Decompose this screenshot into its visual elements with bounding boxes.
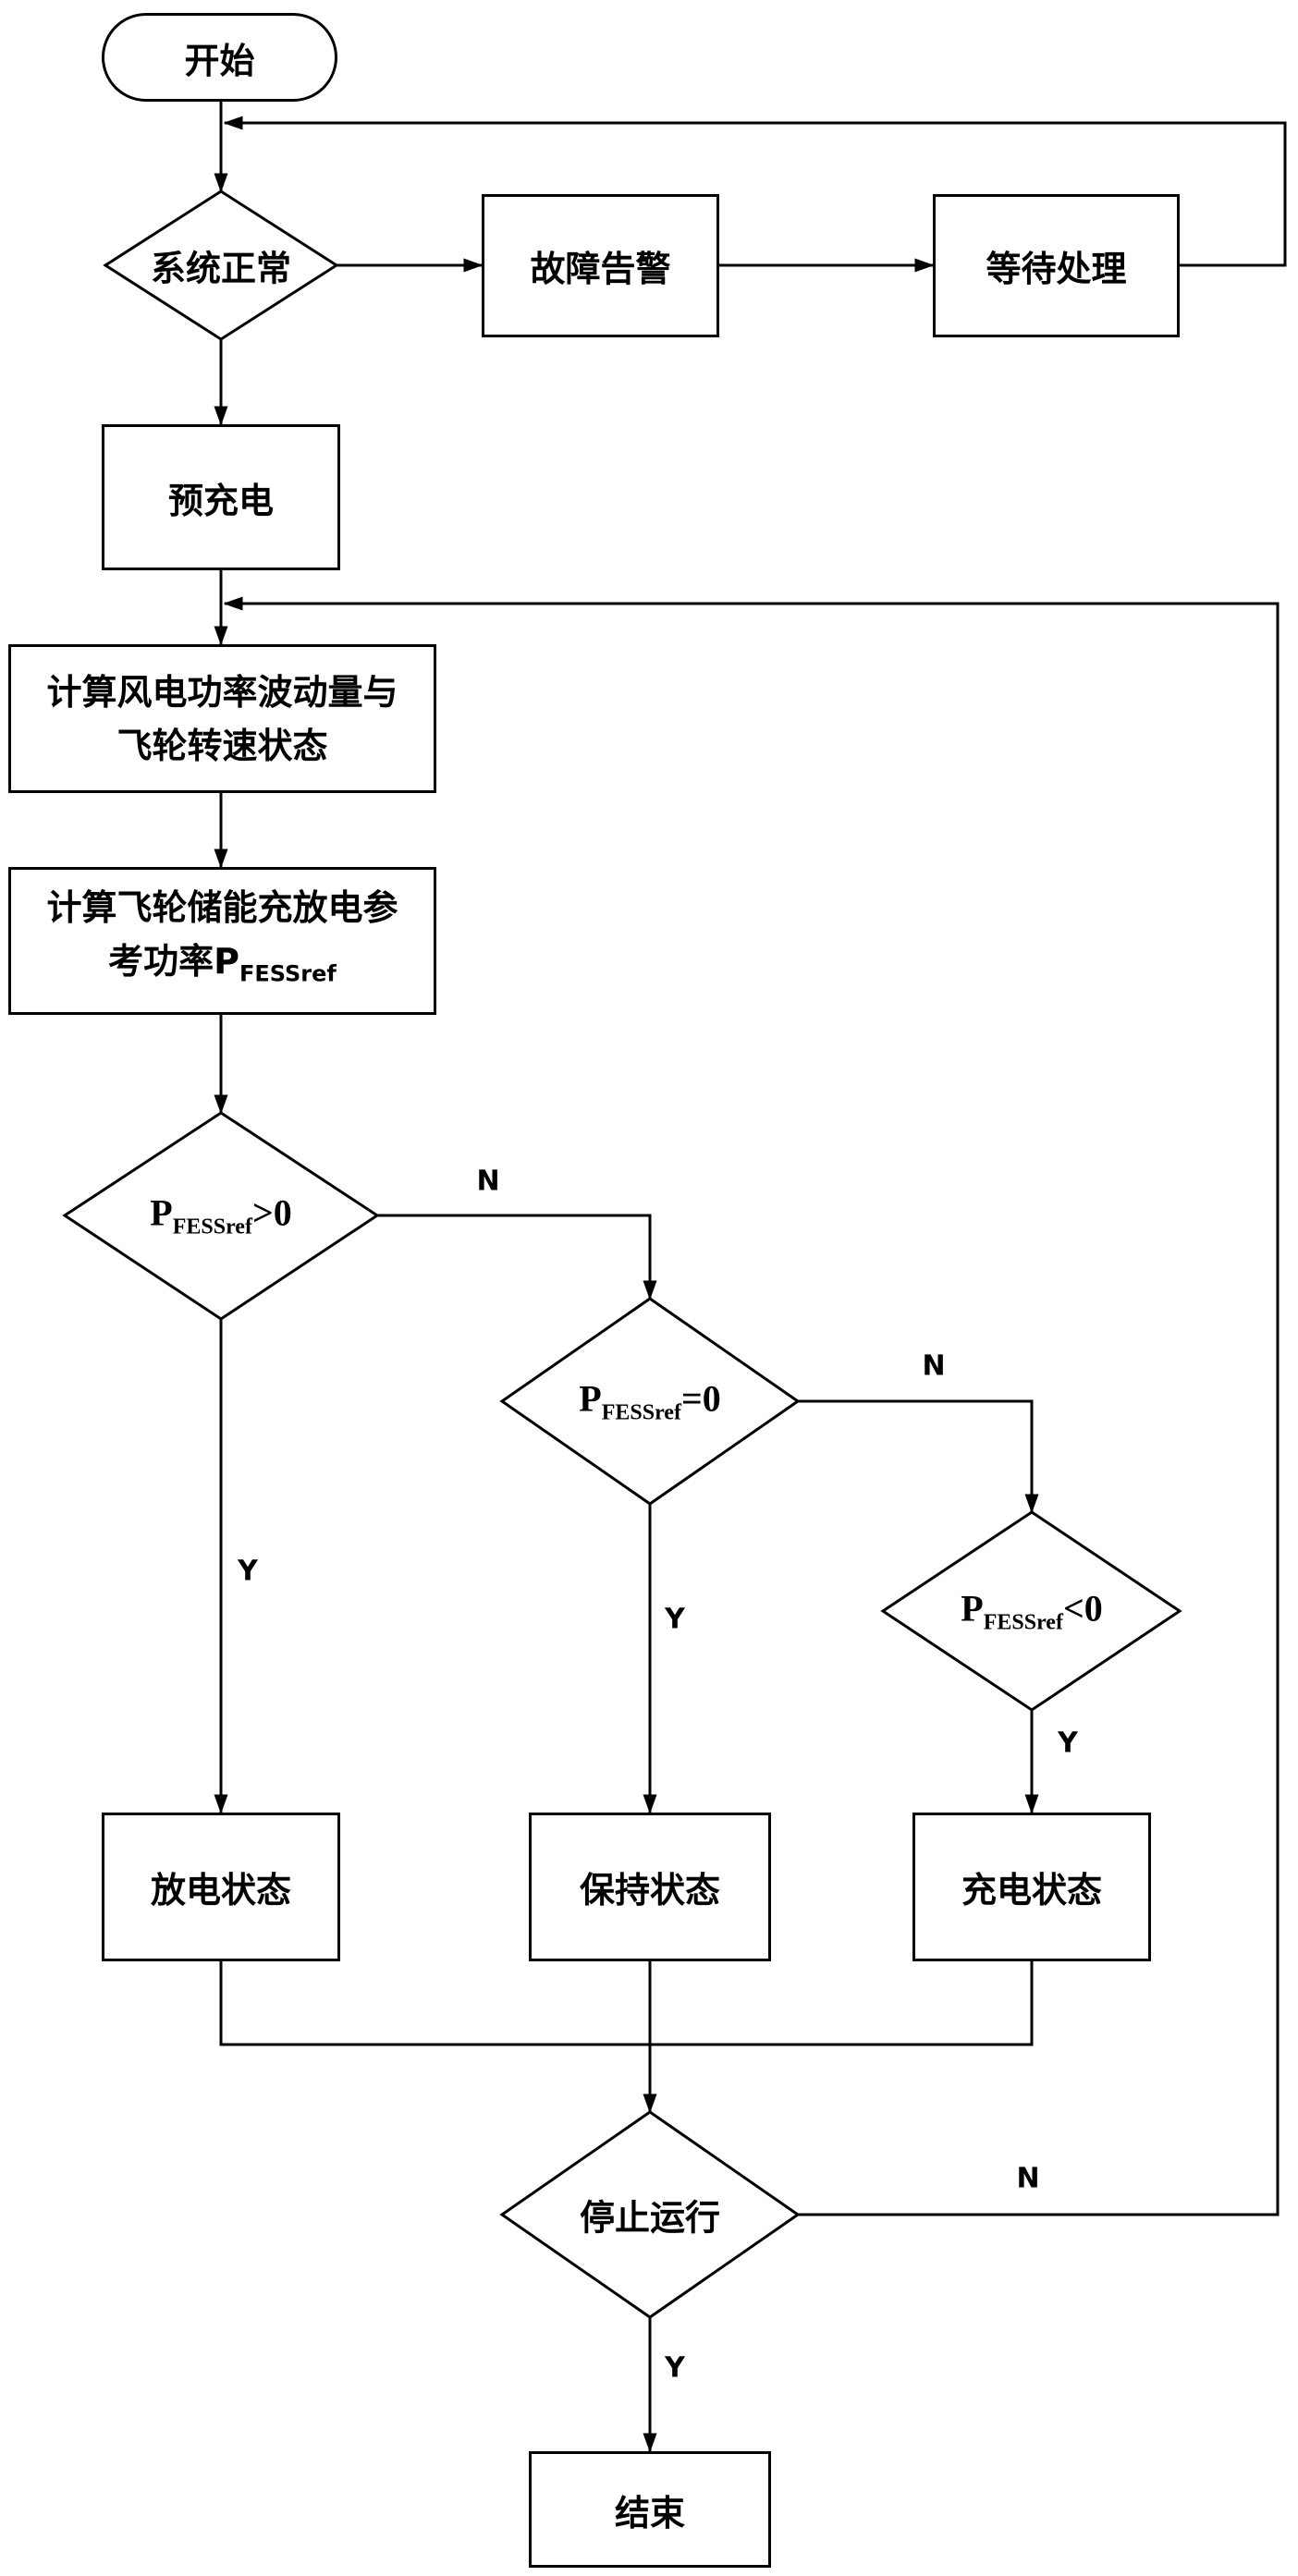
pref-gt0-cond: >0	[251, 1191, 292, 1234]
decision-pref-lt0	[880, 1510, 1182, 1712]
calc-fluctuation-line1: 计算风电功率波动量与	[46, 671, 398, 713]
edge-wait-feedback-loop	[223, 116, 1287, 267]
edge-peq0-no-to-plt0	[798, 1399, 1039, 1514]
branch-label-peq0-no: N	[922, 1349, 946, 1383]
edge-stop-no-feedback-loop	[223, 596, 1280, 2216]
pref-gt0-subscript: FESSref	[172, 1215, 252, 1239]
decision-pref-lt0-label: PFESSref<0	[961, 1587, 1102, 1636]
process-calc-fluctuation: 计算风电功率波动量与 飞轮转速状态	[8, 644, 436, 793]
edge-charge-merge	[650, 1961, 1034, 2046]
branch-label-plt0-yes: Y	[1058, 1727, 1078, 1760]
pref-lt0-base: P	[961, 1587, 984, 1630]
decision-system-normal-label: 系统正常	[150, 248, 292, 289]
precharge-label: 预充电	[167, 480, 274, 521]
branch-label-pgt0-no: N	[476, 1165, 500, 1198]
wait-handle-label: 等待处理	[986, 249, 1127, 289]
branch-label-stop-no: N	[1016, 2162, 1040, 2195]
decision-pref-gt0	[62, 1111, 380, 1321]
process-discharge-state: 放电状态	[102, 1813, 340, 1961]
process-fault-alarm: 故障告警	[482, 194, 719, 337]
branch-label-peq0-yes: Y	[665, 1603, 685, 1636]
decision-stop-run-label: 停止运行	[579, 2197, 721, 2239]
calc-ref-line1: 计算飞轮储能充放电参	[46, 887, 398, 929]
process-wait-handle: 等待处理	[933, 194, 1180, 337]
discharge-state-label: 放电状态	[150, 1870, 291, 1911]
edge-discharge-merge	[219, 1961, 650, 2046]
calc-fluctuation-line2: 飞轮转速状态	[116, 725, 328, 766]
edge-pgt0-no-to-peq0	[377, 1214, 657, 1300]
calc-ref-power-text: 计算飞轮储能充放电参 考功率PFESSref	[46, 881, 398, 1001]
process-precharge: 预充电	[102, 424, 340, 570]
process-calc-ref-power: 计算飞轮储能充放电参 考功率PFESSref	[8, 867, 436, 1015]
calc-ref-line2-subscript: FESSref	[239, 960, 337, 987]
calc-ref-line2: 考功率PFESSref	[46, 934, 398, 1001]
decision-pref-gt0-label: PFESSref>0	[150, 1191, 291, 1240]
branch-label-pgt0-yes: Y	[238, 1555, 258, 1588]
pref-eq0-subscript: FESSref	[601, 1400, 681, 1425]
pref-eq0-cond: =0	[680, 1377, 721, 1420]
process-hold-state: 保持状态	[529, 1813, 771, 1961]
branch-label-stop-yes: Y	[665, 2351, 685, 2385]
calc-ref-line2-text: 考功率P	[108, 941, 239, 983]
calc-fluctuation-text: 计算风电功率波动量与 飞轮转速状态	[46, 665, 398, 773]
process-charge-state: 充电状态	[912, 1813, 1151, 1961]
start-label: 开始	[184, 40, 255, 81]
fault-alarm-label: 故障告警	[530, 249, 671, 289]
pref-lt0-subscript: FESSref	[983, 1610, 1063, 1635]
decision-stop-run	[499, 2110, 801, 2319]
pref-lt0-cond: <0	[1062, 1587, 1103, 1630]
end-node: 结束	[529, 2451, 771, 2568]
decision-system-normal	[103, 189, 339, 341]
charge-state-label: 充电状态	[961, 1870, 1102, 1911]
end-label: 结束	[614, 2492, 685, 2533]
start-node: 开始	[102, 13, 337, 102]
pref-gt0-base: P	[150, 1191, 173, 1234]
pref-eq0-base: P	[579, 1377, 602, 1420]
decision-pref-eq0-label: PFESSref=0	[579, 1377, 720, 1426]
hold-state-label: 保持状态	[579, 1870, 720, 1911]
decision-pref-eq0	[499, 1297, 801, 1506]
